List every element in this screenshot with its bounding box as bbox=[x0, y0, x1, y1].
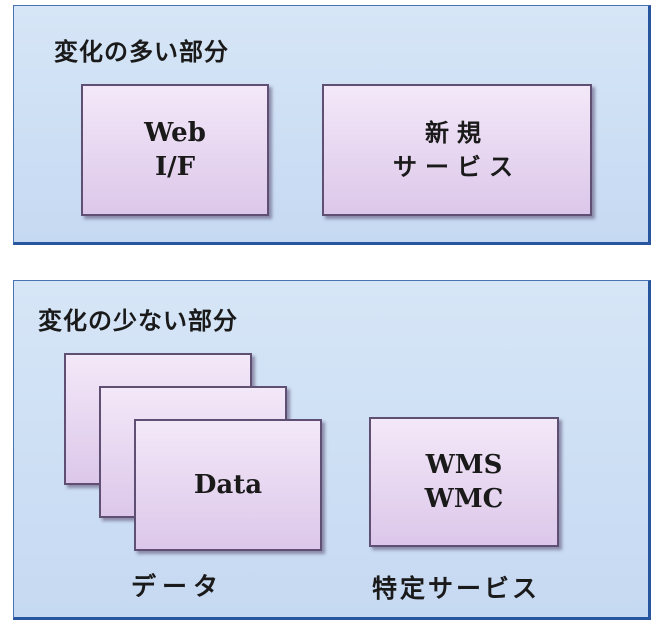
bottom-panel-title: 変化の少ない部分 bbox=[38, 307, 238, 335]
wms-wmc-box: WMS WMC bbox=[369, 417, 559, 547]
web-if-line2: I/F bbox=[154, 152, 196, 182]
top-panel: 変化の多い部分 Web I/F 新規 サービス bbox=[13, 5, 651, 245]
specific-service-caption: 特定サービス bbox=[372, 574, 541, 603]
new-service-line1: 新規 bbox=[425, 119, 489, 147]
data-box-label: Data bbox=[193, 470, 263, 500]
top-panel-title: 変化の多い部分 bbox=[54, 38, 229, 66]
wmc-line: WMC bbox=[424, 484, 504, 514]
wms-line: WMS bbox=[425, 450, 503, 480]
data-caption: データ bbox=[131, 572, 225, 601]
data-sheet-front: Data bbox=[134, 419, 322, 551]
web-if-box: Web I/F bbox=[81, 84, 269, 216]
bottom-panel: 変化の少ない部分 Data データ WMS WMC 特定サービス bbox=[13, 280, 651, 620]
web-if-line1: Web bbox=[144, 118, 206, 148]
new-service-box: 新規 サービス bbox=[322, 84, 592, 216]
new-service-line2: サービス bbox=[393, 153, 521, 181]
